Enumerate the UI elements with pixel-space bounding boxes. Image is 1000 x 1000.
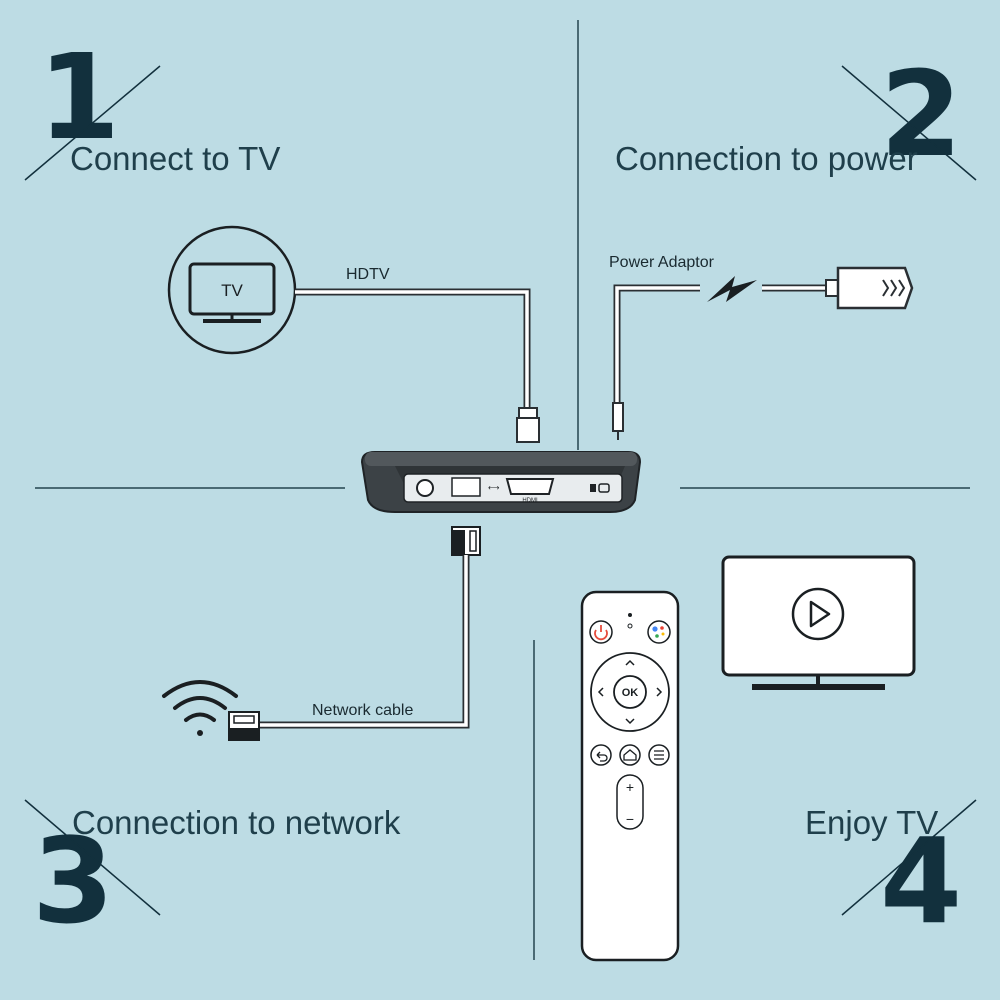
hdtv-label: HDTV xyxy=(346,266,390,283)
hdmi-cable: HDTV xyxy=(295,266,540,443)
tv-circle-icon: TV xyxy=(167,225,297,355)
step-3-slash xyxy=(24,799,161,916)
step-1-number: 1 xyxy=(38,28,120,166)
av-port-icon xyxy=(416,479,434,497)
hdmi-port-label: HDMI xyxy=(522,498,538,504)
remote-power-button[interactable] xyxy=(589,620,613,644)
step-4-title: Enjoy TV xyxy=(805,804,938,841)
step-1-slash xyxy=(24,65,161,181)
remote-ok-button[interactable]: OK xyxy=(613,675,647,709)
remote-menu-button[interactable] xyxy=(648,744,670,766)
step-4: 4 Enjoy TV xyxy=(805,799,977,950)
play-icon xyxy=(791,587,845,641)
volume-down-label: − xyxy=(626,811,634,827)
step-1-title: Connect to TV xyxy=(70,140,280,177)
dc-port-icon xyxy=(598,483,610,493)
tv-play-icon xyxy=(721,555,916,690)
tv-icon-label: TV xyxy=(221,281,243,300)
svg-text:⟷: ⟷ xyxy=(488,483,500,492)
svg-text:OK: OK xyxy=(622,687,639,699)
wifi-icon xyxy=(162,680,238,736)
ethernet-port-icon xyxy=(451,477,481,497)
volume-up-label: + xyxy=(626,779,634,795)
step-4-number: 4 xyxy=(880,812,962,950)
step-2-number: 2 xyxy=(880,45,962,183)
hdmi-port-icon xyxy=(505,478,555,495)
step-3-number: 3 xyxy=(32,812,114,950)
step-3: 3 Connection to network xyxy=(24,799,401,950)
step-2-title: Connection to power xyxy=(615,140,918,177)
network-cable: Network cable xyxy=(228,526,481,741)
power-cable: Power Adaptor xyxy=(609,254,914,440)
power-adaptor-label: Power Adaptor xyxy=(609,254,715,271)
step-2: 2 Connection to power xyxy=(615,45,977,183)
step-1: 1 Connect to TV xyxy=(24,28,280,181)
remote-control: OK + − xyxy=(580,590,680,962)
quadrant-dividers xyxy=(35,20,970,960)
step-4-slash xyxy=(841,799,977,916)
remote-assistant-button[interactable] xyxy=(647,620,671,644)
step-2-slash xyxy=(841,65,977,181)
power-plug-icon xyxy=(836,266,914,310)
remote-back-button[interactable] xyxy=(590,744,612,766)
step-3-title: Connection to network xyxy=(72,804,401,841)
remote-home-button[interactable] xyxy=(619,744,641,766)
lightning-icon xyxy=(707,276,757,302)
tv-box-device: ⟷ HDMI xyxy=(360,451,642,513)
remote-volume-rocker[interactable]: + − xyxy=(616,774,644,830)
network-cable-label: Network cable xyxy=(312,702,413,719)
